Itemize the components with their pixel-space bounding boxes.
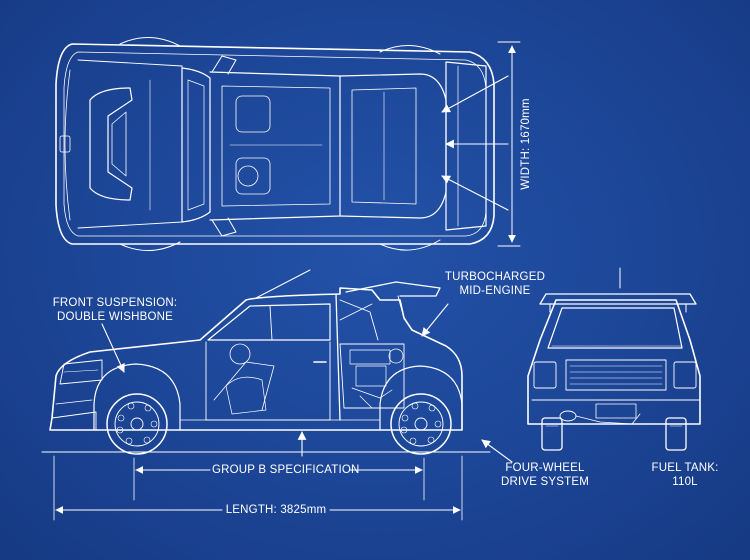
four-wheel-drive-label: FOUR-WHEEL DRIVE SYSTEM: [500, 461, 590, 489]
fuel-tank-line-2: 110L: [672, 476, 698, 488]
group-b-label: GROUP B SPECIFICATION: [212, 464, 360, 476]
top-view-car-drawing: [55, 36, 495, 252]
front-suspension-line-2: DOUBLE WISHBONE: [56, 311, 174, 323]
turbo-engine-label: TURBOCHARGED MID-ENGINE: [440, 270, 550, 298]
length-dimension: [53, 455, 463, 521]
four-wheel-drive-line-1: FOUR-WHEEL: [505, 462, 585, 474]
four-wheel-drive-line-2: DRIVE SYSTEM: [500, 476, 590, 488]
group-b-dimension: [133, 457, 425, 501]
side-view-car-drawing: [41, 269, 491, 455]
turbo-engine-line-1: TURBOCHARGED: [444, 271, 546, 283]
fuel-tank-label: FUEL TANK: 110L: [640, 461, 730, 489]
rear-view-car-drawing: [527, 267, 701, 451]
width-dimension: [497, 41, 521, 247]
fuel-tank-line-1: FUEL TANK:: [651, 462, 719, 474]
front-suspension-label: FRONT SUSPENSION: DOUBLE WISHBONE: [50, 296, 180, 324]
length-label: LENGTH: 3825mm: [225, 504, 327, 516]
front-suspension-line-1: FRONT SUSPENSION:: [52, 297, 178, 309]
width-label: WIDTH: 1670mm: [520, 98, 532, 190]
turbo-engine-line-2: MID-ENGINE: [459, 285, 531, 297]
